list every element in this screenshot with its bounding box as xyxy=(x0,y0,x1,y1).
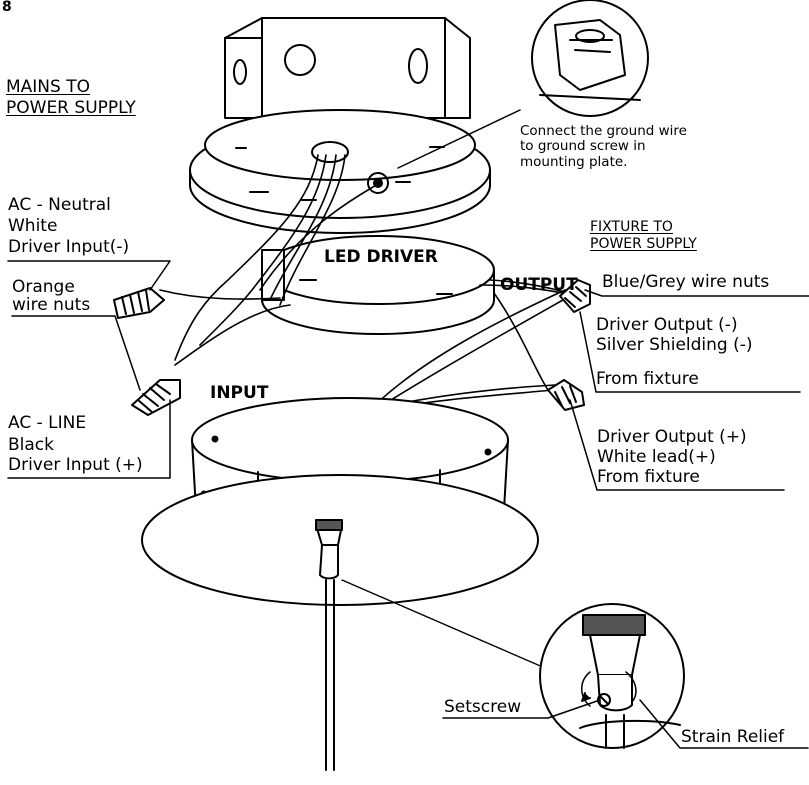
output-label: OUTPUT xyxy=(500,275,578,295)
strain-relief-label: Strain Relief xyxy=(681,727,785,747)
ac-line-line3: Driver Input (+) xyxy=(8,455,143,475)
led-driver-label: LED DRIVER xyxy=(324,247,438,267)
orange-label-line2: wire nuts xyxy=(12,295,91,315)
driver-out-neg-line2: Silver Shielding (-) xyxy=(596,335,753,355)
orange-label-line1: Orange xyxy=(12,277,75,297)
ground-note-line3: mounting plate. xyxy=(520,154,628,170)
ac-line-line1: AC - LINE xyxy=(8,413,87,433)
driver-out-neg-line1: Driver Output (-) xyxy=(596,315,738,335)
junction-box xyxy=(224,17,471,119)
fixture-label-line2: POWER SUPPLY xyxy=(590,236,697,252)
pendant-cord xyxy=(315,519,546,771)
input-label: INPUT xyxy=(210,383,269,403)
ac-neutral-line1: AC - Neutral xyxy=(8,195,111,215)
mains-label-line1: MAINS TO xyxy=(6,77,90,97)
driver-out-pos-line2: White lead(+) xyxy=(597,447,716,467)
leader-lines xyxy=(7,260,809,749)
led-driver xyxy=(261,235,495,335)
setscrew-label: Setscrew xyxy=(444,697,522,717)
blue-grey-nuts-label: Blue/Grey wire nuts xyxy=(602,272,770,292)
orange-wire-nut-lower xyxy=(131,379,181,416)
driver-out-pos-line3: From fixture xyxy=(597,467,700,487)
ground-note-line2: to ground screw in xyxy=(520,138,646,154)
orange-wire-nut-upper xyxy=(113,287,165,319)
blue-grey-wire-nut-lower xyxy=(547,379,585,411)
ground-screw-inset xyxy=(531,0,649,117)
ac-neutral-line3: Driver Input(-) xyxy=(8,237,130,257)
ac-line-line2: Black xyxy=(8,435,54,455)
fixture-label-line1: FIXTURE TO xyxy=(590,219,673,235)
ground-note-line1: Connect the ground wire xyxy=(520,123,687,139)
figure-number: 8 xyxy=(2,0,12,15)
ac-neutral-line2: White xyxy=(8,216,58,236)
driver-out-pos-line1: Driver Output (+) xyxy=(597,427,747,447)
driver-out-neg-line3: From fixture xyxy=(596,369,699,389)
blue-grey-wire-nut-upper xyxy=(559,279,591,313)
mains-label-line2: POWER SUPPLY xyxy=(6,98,136,118)
mounting-plate xyxy=(189,109,521,234)
fixture-housing xyxy=(141,397,539,606)
mains-wires xyxy=(159,154,381,366)
